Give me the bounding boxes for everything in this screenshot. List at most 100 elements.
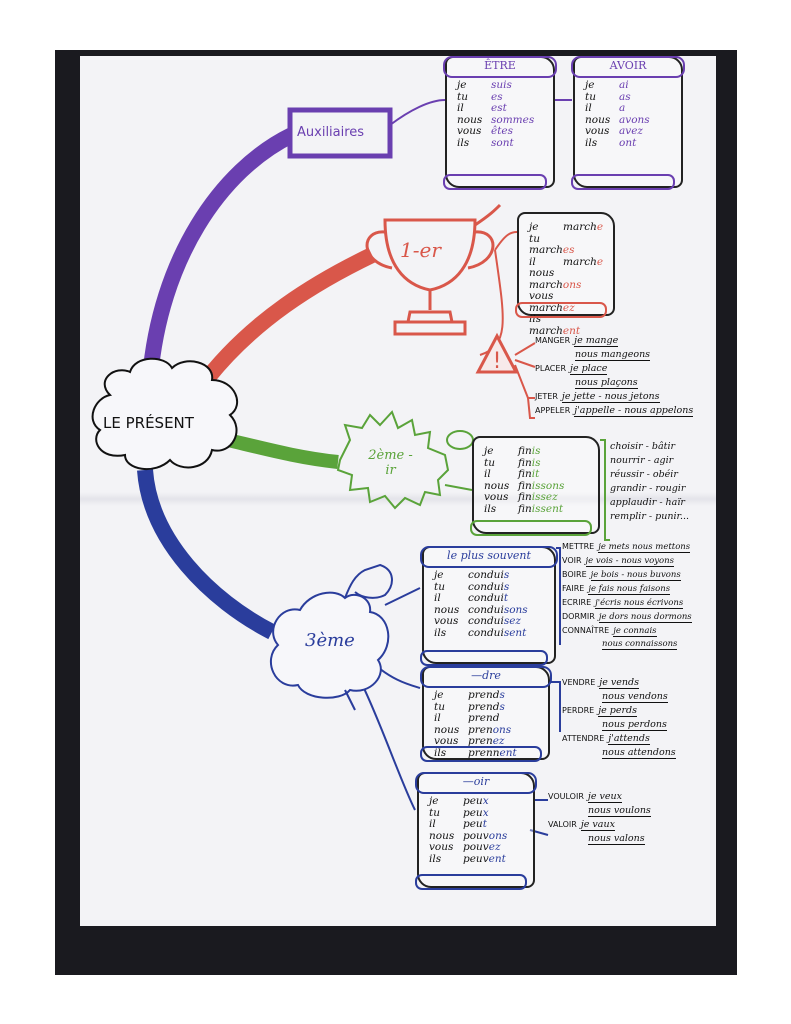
paper-sheet [80, 56, 716, 926]
branch-blue [137, 469, 276, 640]
verb-stem: march [529, 278, 563, 291]
pronoun: ils [529, 313, 542, 325]
pronoun: tu [434, 580, 445, 593]
conjugation-row: vousmarchez [529, 290, 607, 314]
pronoun: nous [434, 723, 460, 736]
verb-ending: ent [488, 852, 506, 865]
verb-ending: issent [531, 502, 564, 515]
verb-item: applaudir - haïr [610, 496, 689, 510]
verb-stem: pouv [463, 829, 489, 842]
conjugated-form: nous perdons [602, 719, 667, 731]
pronoun: ils [457, 136, 470, 149]
verb-stem: march [563, 221, 597, 233]
infinitive: ATTENDRE [562, 734, 605, 743]
verb-form: suis [491, 79, 512, 91]
verb-ending: it [531, 468, 540, 480]
infinitive: VALOIR [548, 820, 577, 829]
verb-pair: grandir - rougir [610, 483, 686, 494]
conjugated-form: je bois - nous buvons [590, 570, 681, 581]
pronoun: je [585, 79, 595, 91]
verb-stem: fin [518, 479, 532, 492]
verb-stem: prend [468, 712, 500, 724]
pronoun: il [434, 592, 441, 604]
paper-fold [80, 492, 716, 506]
verb-form: sommes [491, 113, 535, 126]
pronoun: tu [434, 700, 445, 713]
verb-ending: sez [503, 615, 521, 627]
verb-ending: e [596, 221, 604, 233]
verb-stem: condui [468, 592, 504, 604]
verb-ending: ez [562, 301, 575, 314]
pronoun: tu [457, 90, 468, 103]
verb-item: remplir - punir... [610, 510, 689, 524]
verb-item: réussir - obéir [610, 468, 689, 482]
conjugated-form: je jette - nous jetons [561, 391, 660, 403]
verb-stem: condui [468, 603, 504, 616]
pronoun: ils [484, 502, 497, 515]
verb-ending: sent [503, 626, 527, 639]
verb-ending: ez [488, 841, 501, 853]
pronoun: vous [457, 125, 482, 137]
pronoun: vous [434, 615, 459, 627]
infinitive: BOIRE [562, 570, 587, 579]
pronoun: il [457, 102, 464, 114]
infinitive: MANGER [535, 336, 571, 345]
pronoun: tu [484, 456, 495, 469]
conjugated-form: nous valons [588, 833, 645, 845]
verb-form: sont [491, 136, 514, 149]
verb-form: êtes [491, 125, 514, 137]
conjugated-form: je dors nous dormons [598, 612, 692, 623]
center-cloud-shape [91, 357, 239, 471]
verb-stem: fin [518, 468, 532, 480]
center-node-label: LE PRÉSENT [103, 414, 194, 432]
verb-pair: choisir - bâtir [610, 441, 676, 452]
infinitive: PERDRE [562, 706, 595, 715]
verb-stem: fin [518, 445, 532, 457]
pronoun: vous [484, 491, 509, 503]
deuxieme-groupe-label: 2ème -ir [368, 448, 413, 478]
premier-groupe-label: 1-er [400, 238, 441, 262]
pronoun: je [484, 445, 494, 457]
verb-stem: march [529, 244, 563, 256]
pronoun: il [585, 102, 592, 114]
conjugation-row: ils sont [457, 136, 547, 150]
verb-stem: pouv [463, 841, 489, 853]
pronoun: ils [429, 852, 442, 865]
verb-ending: is [531, 456, 541, 469]
verb-ending: issons [531, 479, 565, 492]
infinitive: METTRE [562, 542, 595, 551]
infinitive: VOULOIR [548, 792, 584, 801]
infinitive: APPELER [535, 406, 571, 415]
verb-pair: nourrir - agir [610, 455, 674, 466]
verb-stem: fin [518, 491, 532, 503]
conjugated-form: je perds [598, 705, 638, 717]
